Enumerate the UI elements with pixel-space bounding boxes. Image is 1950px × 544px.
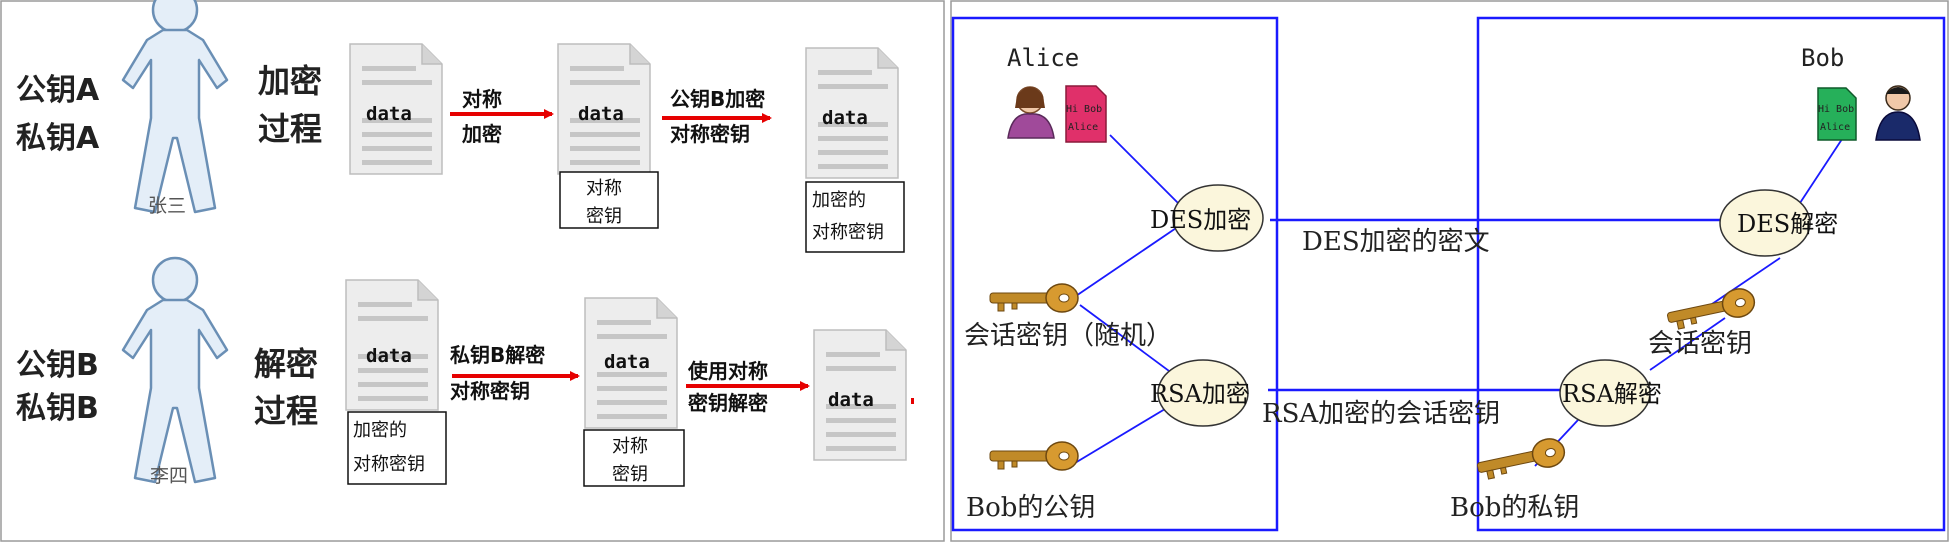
encrypted-symmetric-key-box <box>805 181 905 253</box>
symmetric-decrypt-label-1: 使用对称 <box>687 359 768 383</box>
alice-message-document-icon: Hi Bob Alice <box>1065 85 1107 143</box>
symmetric-encrypt-label-1: 对称 <box>462 87 502 111</box>
pubkey-b-encrypt-label-1: 公钥B加密 <box>670 87 765 111</box>
connector-lines <box>1069 129 1849 467</box>
bob-doc-note-2: Alice <box>1820 122 1850 133</box>
person-a-private-key: 私钥A <box>16 121 100 156</box>
person-b-private-key: 私钥B <box>16 391 99 426</box>
ciphertext-document-text: data <box>366 345 412 367</box>
des-decrypt-label: DES解密 <box>1737 210 1838 238</box>
bob-boundary <box>1476 16 1946 532</box>
alice-boundary <box>951 16 1279 532</box>
des-encrypt-label: DES加密 <box>1150 206 1251 234</box>
result-document-text: data <box>822 107 868 129</box>
decryption-process-label-1: 解密 <box>254 345 318 383</box>
des-decrypt-node: DES解密 <box>1719 189 1838 257</box>
privkey-b-decrypt-label-2: 对称密钥 <box>450 379 530 403</box>
bob-message-document-icon: Hi Bob Alice <box>1817 87 1857 141</box>
symmetric-key-box-2 <box>583 429 685 487</box>
plaintext-document-text: data <box>366 103 412 125</box>
person-b-name: 李四 <box>150 465 188 487</box>
rsa-encrypt-node: RSA加密 <box>1150 359 1250 427</box>
person-a-name: 张三 <box>148 195 186 217</box>
symmetric-key-box <box>559 171 659 229</box>
rsa-session-ciphertext-label: RSA加密的会话密钥 <box>1262 399 1500 429</box>
decryption-row: 公钥B 私钥B 李四 解密 过程 data 加密的 对称密钥 私钥B解密 对称密… <box>16 256 914 487</box>
symmetric-key-box-label-1: 对称 <box>586 178 622 199</box>
des-encrypt-node: DES加密 <box>1150 184 1264 252</box>
bob-label: Bob <box>1801 44 1844 72</box>
symmetric-key-box-2-label-2: 密钥 <box>612 464 648 485</box>
encryption-process-label-1: 加密 <box>258 62 322 100</box>
encrypted-symmetric-key-label-1: 加密的 <box>812 190 866 211</box>
alice-doc-note-1: Hi Bob <box>1066 104 1102 115</box>
encrypted-symmetric-key-box-2-label-1: 加密的 <box>353 420 407 441</box>
rsa-encrypt-label: RSA加密 <box>1150 380 1250 408</box>
rsa-decrypt-label: RSA解密 <box>1562 380 1662 408</box>
session-key-random-label: 会话密钥（随机） <box>964 321 1172 351</box>
encrypted-document-text: data <box>578 103 624 125</box>
encrypted-symmetric-key-box-2-label-2: 对称密钥 <box>353 454 425 475</box>
encryption-row: 公钥A 私钥A 张三 加密 过程 data 对称 加密 data 对称 密钥 公… <box>16 0 905 253</box>
des-ciphertext-label: DES加密的密文 <box>1302 227 1490 257</box>
bob-private-key-label: Bob的私钥 <box>1450 493 1579 523</box>
alice-label: Alice <box>1007 44 1079 72</box>
privkey-b-decrypt-label-1: 私钥B解密 <box>450 343 545 367</box>
person-b-public-key: 公钥B <box>16 348 99 383</box>
alice-doc-note-2: Alice <box>1068 122 1098 133</box>
symmetric-encrypt-label-2: 加密 <box>461 122 502 146</box>
alice-avatar <box>1007 86 1055 139</box>
bob-public-key-label: Bob的公钥 <box>966 493 1095 523</box>
symmetric-key-box-label-2: 密钥 <box>586 206 622 227</box>
rsa-decrypt-node: RSA解密 <box>1559 359 1662 427</box>
session-key-label: 会话密钥 <box>1648 329 1752 359</box>
plaintext-result-document-text: data <box>828 389 874 411</box>
encryption-process-label-2: 过程 <box>258 110 322 148</box>
bob-doc-note-1: Hi Bob <box>1818 104 1854 115</box>
decrypted-key-document-text: data <box>604 351 650 373</box>
bob-avatar <box>1875 85 1921 141</box>
encrypted-symmetric-key-label-2: 对称密钥 <box>812 222 884 243</box>
decryption-process-label-2: 过程 <box>254 392 318 430</box>
encrypted-symmetric-key-box-2 <box>347 411 447 485</box>
person-a-public-key: 公钥A <box>16 73 100 108</box>
pubkey-b-encrypt-label-2: 对称密钥 <box>670 122 750 146</box>
symmetric-decrypt-label-2: 密钥解密 <box>688 391 768 415</box>
red-mark <box>911 398 914 404</box>
symmetric-key-box-2-label-1: 对称 <box>612 436 648 457</box>
right-panel-frame <box>950 0 1949 542</box>
